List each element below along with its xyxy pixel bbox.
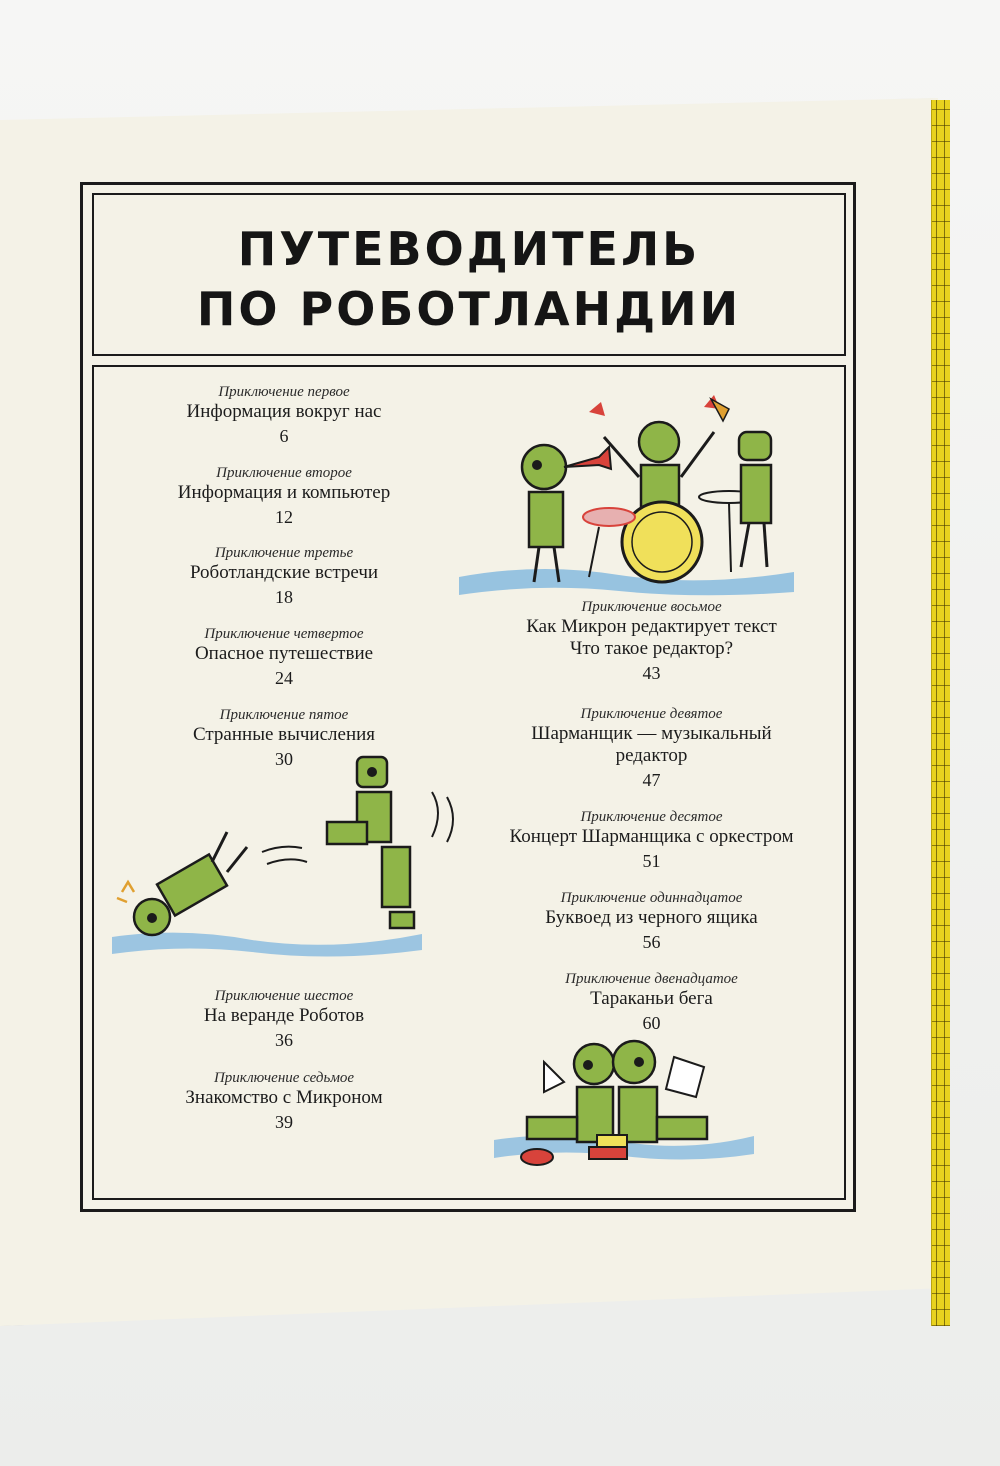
toc-entry-12[interactable]: Приключение двенадцатое Тараканьи бега 6…: [479, 970, 824, 1034]
toc-page: 36: [275, 1030, 293, 1050]
tumbling-robots-icon: [112, 755, 454, 957]
reading-robots-icon: [494, 1039, 754, 1166]
toc-page: 56: [642, 932, 661, 952]
toc-entry-10[interactable]: Приключение десятое Концерт Шарманщика с…: [479, 808, 824, 872]
toc-title: Как Микрон редактирует текст: [526, 616, 777, 637]
toc-page: 24: [275, 668, 293, 688]
page-title-line-1: ПУТЕВОДИТЕЛЬ: [237, 222, 701, 276]
toc-label: Приключение одиннадцатое: [560, 890, 743, 906]
toc-title: Концерт Шарманщика с оркестром: [509, 826, 794, 847]
toc-page: 60: [642, 1013, 661, 1033]
toc-title: Опасное путешествие: [194, 643, 374, 664]
toc-title: Роботландские встречи: [189, 562, 379, 583]
outer-frame: [80, 182, 856, 1212]
toc-page: 39: [275, 1112, 293, 1132]
toc-label: Приключение шестое: [214, 988, 354, 1004]
toc-label: Приключение пятое: [219, 707, 349, 723]
toc-label: Приключение восьмое: [581, 599, 722, 615]
toc-title: Информация и компьютер: [177, 482, 391, 503]
toc-label: Приключение двенадцатое: [565, 971, 738, 987]
book-spine: [931, 100, 950, 1326]
toc-page: 12: [275, 507, 293, 527]
toc-title: Странные вычисления: [192, 724, 376, 745]
toc-label: Приключение третье: [214, 545, 354, 561]
toc-entry-11[interactable]: Приключение одиннадцатое Буквоед из черн…: [479, 889, 824, 953]
toc-page: 47: [642, 770, 661, 790]
toc-entry-6[interactable]: Приключение шестое На веранде Роботов 36: [134, 987, 434, 1051]
toc-title-continued: редактор: [615, 745, 688, 766]
robot-band-icon: [459, 395, 794, 596]
page-title-line-2: ПО РОБОТЛАНДИИ: [196, 282, 742, 336]
toc-page: 6: [279, 426, 289, 446]
toc-label: Приключение девятое: [580, 706, 723, 722]
toc-entry-5[interactable]: Приключение пятое Странные вычисления 30: [134, 706, 434, 770]
title-box: ПУТЕВОДИТЕЛЬ ПО РОБОТЛАНДИИ: [92, 193, 846, 356]
toc-entry-7[interactable]: Приключение седьмое Знакомство с Микроно…: [134, 1069, 434, 1133]
toc-title: Информация вокруг нас: [186, 401, 382, 422]
toc-subtitle: Что такое редактор?: [569, 638, 734, 659]
toc-label: Приключение седьмое: [213, 1070, 355, 1086]
toc-title: Тараканьи бега: [590, 988, 713, 1009]
toc-page: 43: [642, 663, 661, 683]
toc-page: 51: [642, 851, 661, 871]
toc-label: Приключение десятое: [580, 809, 723, 825]
toc-title: На веранде Роботов: [203, 1005, 365, 1026]
toc-entry-4[interactable]: Приключение четвертое Опасное путешестви…: [134, 625, 434, 689]
toc-entry-1[interactable]: Приключение первое Информация вокруг нас…: [134, 383, 434, 447]
book-page: [0, 98, 946, 1326]
toc-label: Приключение второе: [216, 465, 352, 481]
toc-page: 30: [275, 749, 293, 769]
toc-entry-2[interactable]: Приключение второе Информация и компьюте…: [134, 464, 434, 528]
toc-entry-9[interactable]: Приключение девятое Шарманщик — музыкаль…: [479, 705, 824, 791]
toc-label: Приключение четвертое: [204, 626, 364, 642]
toc-entry-8[interactable]: Приключение восьмое Как Микрон редактиру…: [479, 598, 824, 684]
toc-title: Знакомство с Микроном: [185, 1087, 383, 1108]
toc-title: Буквоед из черного ящика: [545, 907, 758, 928]
toc-page: 18: [275, 587, 293, 607]
toc-box: Приключение первое Информация вокруг нас…: [92, 365, 846, 1200]
toc-title: Шарманщик — музыкальный: [531, 723, 772, 744]
toc-label: Приключение первое: [218, 384, 350, 400]
toc-entry-3[interactable]: Приключение третье Роботландские встречи…: [134, 544, 434, 608]
